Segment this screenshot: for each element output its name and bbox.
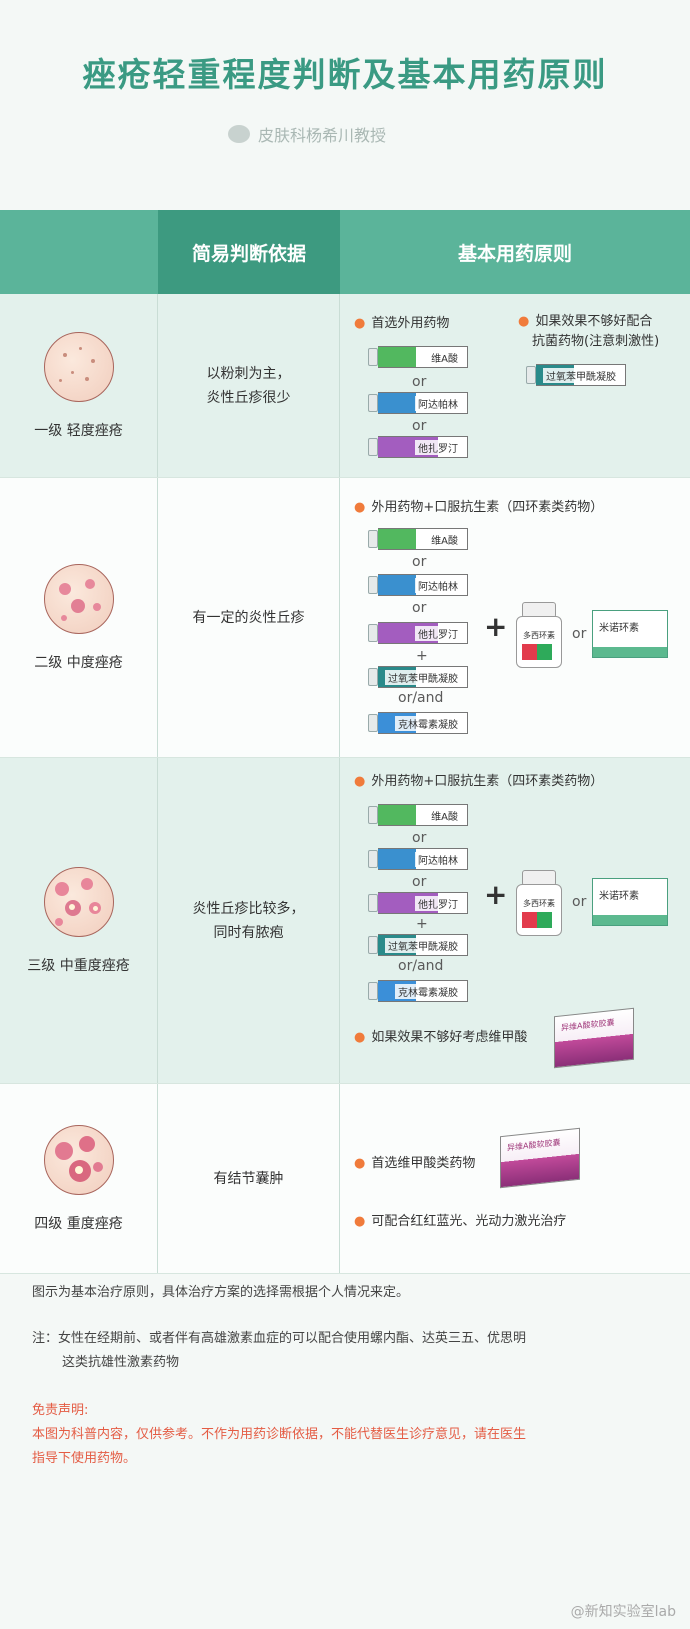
acne-table: 简易判断依据 基本用药原则 一级 轻度痤疮 以粉刺为主，炎性丘疹很少 ●首选外用… — [0, 210, 690, 1274]
box-minocycline: 米诺环素 — [592, 610, 668, 658]
skin-moderate-severe-icon — [43, 866, 114, 937]
basis-cell: 有结节囊肿 — [158, 1084, 340, 1273]
skin-severe-icon — [43, 1124, 114, 1195]
bottle-doxycycline: 多西环素 — [516, 602, 562, 668]
orand-text: or/and — [398, 958, 444, 974]
bullet-item: ●可配合红红蓝光、光动力激光治疗 — [354, 1214, 567, 1229]
bullet-item: ●首选外用药物 — [354, 316, 450, 331]
table-row-level1: 一级 轻度痤疮 以粉刺为主，炎性丘疹很少 ●首选外用药物 ●如果效果不够好配合 … — [0, 294, 690, 478]
header-basis: 简易判断依据 — [158, 210, 340, 294]
package-isotretinoin: 异维A酸软胶囊 — [500, 1127, 580, 1189]
table-row-level3: 三级 中重度痤疮 炎性丘疹比较多，同时有脓疱 ●外用药物+口服抗生素（四环素类药… — [0, 758, 690, 1084]
plus-text: + — [416, 648, 428, 664]
principle-cell: ●外用药物+口服抗生素（四环素类药物） 维A酸 or 阿达帕林 or 他扎罗汀 … — [340, 758, 690, 1083]
tube-retinoic: 维A酸 — [368, 526, 468, 552]
basis-cell: 有一定的炎性丘疹 — [158, 478, 340, 757]
bottle-doxycycline: 多西环素 — [516, 870, 562, 936]
tube-retinoic: 维A酸 — [368, 802, 468, 828]
table-row-level4: 四级 重度痤疮 有结节囊肿 ●首选维甲酸类药物 异维A酸软胶囊 ●可配合红红蓝光… — [0, 1084, 690, 1274]
table-header: 简易判断依据 基本用药原则 — [0, 210, 690, 294]
plus-sign: + — [484, 610, 508, 643]
basis-cell: 炎性丘疹比较多，同时有脓疱 — [158, 758, 340, 1083]
watermark: @新知实验室lab — [570, 1604, 676, 1620]
tube-adapalene: 阿达帕林 — [368, 390, 468, 416]
bullet-item: ●首选维甲酸类药物 — [354, 1156, 476, 1171]
package-isotretinoin: 异维A酸软胶囊 — [554, 1007, 634, 1069]
tube-tazarotene: 他扎罗汀 — [368, 434, 468, 460]
principle-cell: ●外用药物+口服抗生素（四环素类药物） 维A酸 or 阿达帕林 or 他扎罗汀 … — [340, 478, 690, 757]
bullet-item: ●如果效果不够好考虑维甲酸 — [354, 1030, 528, 1045]
tube-retinoic: 维A酸 — [368, 344, 468, 370]
tube-adapalene: 阿达帕林 — [368, 846, 468, 872]
or-text: or — [412, 600, 427, 616]
orand-text: or/and — [398, 690, 444, 706]
plus-sign: + — [484, 878, 508, 911]
author-name: 皮肤科杨希川教授 — [258, 126, 387, 145]
principle-cell: ●首选外用药物 ●如果效果不够好配合 抗菌药物(注意刺激性) 维A酸 or 阿达… — [340, 294, 690, 477]
or-text: or — [412, 374, 427, 390]
or-text: or — [412, 874, 427, 890]
or-text: or — [412, 830, 427, 846]
or-text: or — [412, 418, 427, 434]
or-text: or — [572, 894, 587, 910]
note-female: 注：女性在经期前、或者伴有高雄激素血症的可以配合使用螺内酯、达英三五、优思明 这… — [32, 1331, 527, 1370]
tube-bpo: 过氧苯甲酰凝胶 — [368, 932, 468, 958]
or-text: or — [572, 626, 587, 642]
or-text: or — [412, 554, 427, 570]
level-label: 一级 轻度痤疮 — [34, 422, 123, 439]
header-principle: 基本用药原则 — [457, 242, 572, 265]
tube-bpo: 过氧苯甲酰凝胶 — [526, 362, 626, 388]
tube-adapalene: 阿达帕林 — [368, 572, 468, 598]
level-label: 四级 重度痤疮 — [34, 1215, 123, 1232]
level-label: 三级 中重度痤疮 — [27, 957, 130, 974]
tube-bpo: 过氧苯甲酰凝胶 — [368, 664, 468, 690]
tube-clindamycin: 克林霉素凝胶 — [368, 710, 468, 736]
tube-tazarotene: 他扎罗汀 — [368, 890, 468, 916]
tube-tazarotene: 他扎罗汀 — [368, 620, 468, 646]
box-minocycline: 米诺环素 — [592, 878, 668, 926]
tube-clindamycin: 克林霉素凝胶 — [368, 978, 468, 1004]
bullet-item: ●如果效果不够好配合 — [518, 314, 653, 329]
wechat-icon — [228, 125, 250, 143]
skin-moderate-icon — [43, 563, 114, 634]
table-row-level2: 二级 中度痤疮 有一定的炎性丘疹 ●外用药物+口服抗生素（四环素类药物） 维A酸… — [0, 478, 690, 758]
author-line: 皮肤科杨希川教授 — [228, 116, 490, 152]
disclaimer: 免责声明: 本图为科普内容，仅供参考。不作为用药诊断依据，不能代替医生诊疗意见，… — [32, 1403, 527, 1466]
principle-cell: ●首选维甲酸类药物 异维A酸软胶囊 ●可配合红红蓝光、光动力激光治疗 — [340, 1084, 690, 1273]
skin-mild-icon — [43, 331, 114, 402]
level-label: 二级 中度痤疮 — [34, 654, 123, 671]
bullet-item: ●外用药物+口服抗生素（四环素类药物） — [354, 774, 604, 789]
notes-section: 图示为基本治疗原则，具体治疗方案的选择需根据个人情况来定。 注：女性在经期前、或… — [32, 1281, 672, 1471]
plus-text: + — [416, 916, 428, 932]
basis-cell: 以粉刺为主，炎性丘疹很少 — [158, 294, 340, 477]
bullet-item: ●外用药物+口服抗生素（四环素类药物） — [354, 500, 604, 515]
note-principle: 图示为基本治疗原则，具体治疗方案的选择需根据个人情况来定。 — [32, 1285, 410, 1300]
bullet-item-cont: 抗菌药物(注意刺激性) — [532, 334, 660, 349]
page-title: 痤疮轻重程度判断及基本用药原则 — [82, 55, 608, 94]
